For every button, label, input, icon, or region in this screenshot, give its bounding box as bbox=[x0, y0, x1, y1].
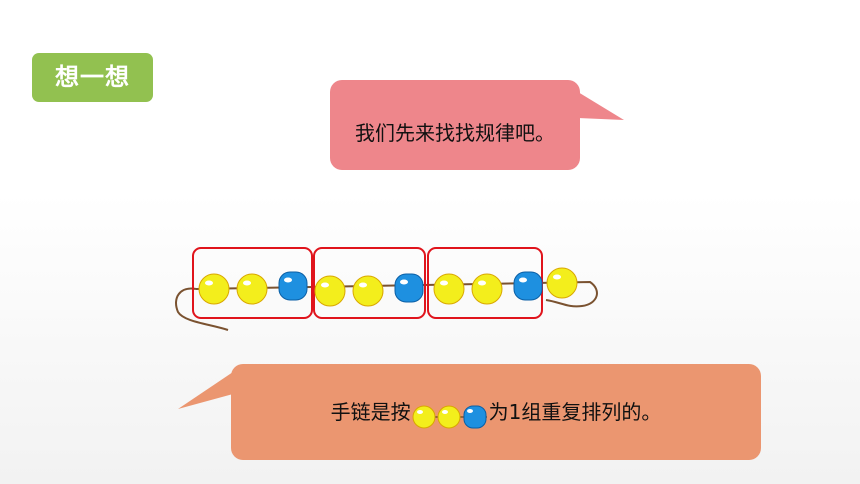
bead-yellow-g1-1 bbox=[198, 273, 230, 305]
speech-tail-bottom bbox=[178, 372, 233, 409]
bead-yellow-g1-2 bbox=[236, 273, 268, 305]
speech-bottom-text-before: 手链是按 bbox=[330, 400, 411, 424]
bead-yellow-g3-1 bbox=[433, 273, 465, 305]
bead-yellow-g2-1 bbox=[314, 275, 346, 307]
inline-pattern-beads bbox=[412, 405, 487, 428]
section-tag: 想一想 bbox=[32, 53, 153, 102]
speech-bottom-text-after: 为1组重复排列的。 bbox=[488, 400, 662, 424]
bead-blue-g1-3 bbox=[278, 271, 308, 301]
bead-yellow-g3-2 bbox=[471, 273, 503, 305]
bead-blue-g3-3 bbox=[513, 271, 543, 301]
speech-top-text: 我们先来找找规律吧。 bbox=[355, 121, 555, 145]
bead-yellow-extra bbox=[546, 267, 578, 299]
bead-blue-g2-3 bbox=[394, 273, 424, 303]
bead-group-frame-2 bbox=[313, 247, 426, 319]
speech-bubble-top: 我们先来找找规律吧。 bbox=[330, 80, 580, 170]
speech-bubble-bottom: 手链是按 为1组重复排列的。 bbox=[231, 364, 761, 460]
bracelet-string bbox=[175, 280, 598, 331]
speech-tail-top bbox=[578, 92, 624, 120]
bead-group-frame-1 bbox=[192, 247, 313, 319]
bead-yellow-g2-2 bbox=[352, 275, 384, 307]
